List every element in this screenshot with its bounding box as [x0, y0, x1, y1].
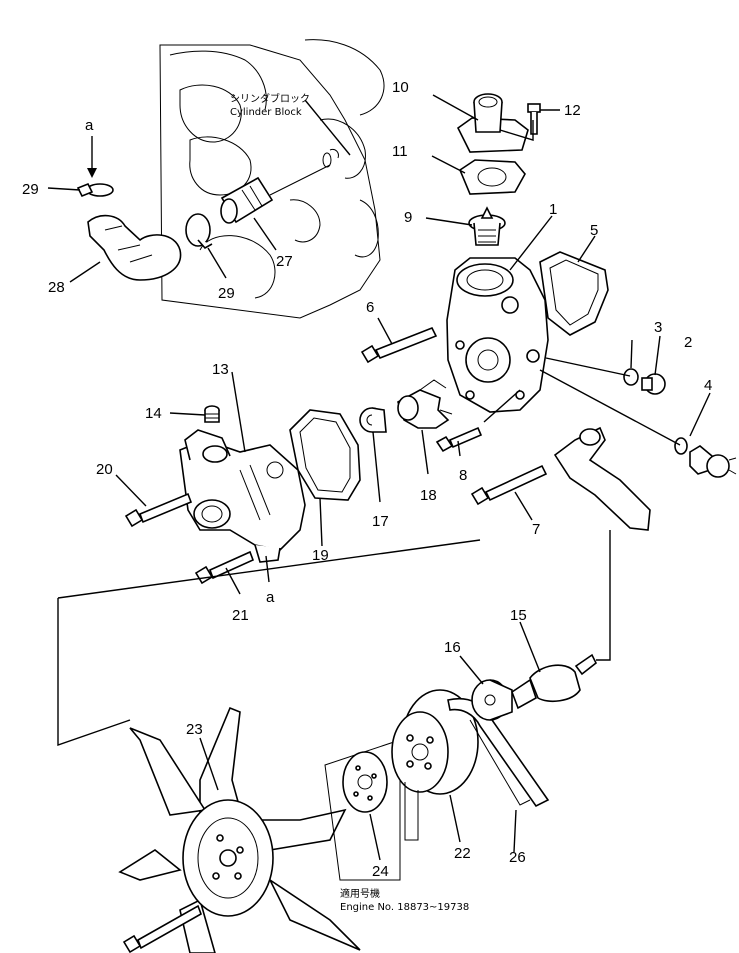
bolt-7 — [470, 464, 548, 506]
fan-pulley — [391, 689, 479, 841]
callout-5: 5 — [590, 222, 598, 239]
callout-29-left: 29 — [22, 181, 39, 198]
callout-21: 21 — [232, 607, 249, 624]
plug-14 — [204, 405, 220, 423]
reference-a-top: a — [85, 117, 94, 134]
cylinder-block-label-en: Cylinder Block — [230, 107, 302, 118]
gasket-11 — [459, 159, 526, 195]
thermostat-cover — [456, 93, 529, 153]
callout-3: 3 — [654, 319, 662, 336]
callout-26: 26 — [509, 849, 526, 866]
bolt-6 — [360, 326, 438, 364]
callout-13: 13 — [212, 361, 229, 378]
callout-23: 23 — [186, 721, 203, 738]
cylinder-block-label-jp: シリンダブロック — [230, 92, 310, 105]
callout-11: 11 — [392, 143, 408, 160]
callout-19: 19 — [312, 547, 329, 564]
washer-4 — [674, 437, 688, 455]
gasket-5 — [539, 251, 609, 336]
thermostat-9 — [468, 206, 506, 246]
impeller — [397, 379, 453, 429]
callout-15: 15 — [510, 607, 527, 624]
arrow-icon — [87, 168, 97, 178]
callout-2: 2 — [684, 334, 692, 351]
reference-a-bottom: a — [266, 589, 275, 606]
fan-bolt — [122, 904, 202, 953]
callout-24: 24 — [372, 863, 389, 880]
hose-clamp-right — [185, 213, 213, 250]
thermostat-housing — [446, 257, 549, 413]
callout-16: 16 — [444, 639, 461, 656]
engine-number-label: Engine No. 18873~19738 — [340, 902, 469, 913]
hose-clamp-left — [76, 182, 114, 198]
pulley-hub — [471, 679, 513, 721]
callout-8: 8 — [459, 467, 467, 484]
callout-12: 12 — [564, 102, 581, 119]
hose-28 — [87, 214, 182, 281]
water-pump-body — [179, 429, 306, 563]
callout-20: 20 — [96, 461, 113, 478]
callout-9: 9 — [404, 209, 412, 226]
water-inlet-fitting — [220, 152, 332, 224]
callout-18: 18 — [420, 487, 437, 504]
plug-2 — [641, 373, 666, 395]
seal-17 — [359, 407, 387, 433]
cylinder-block — [159, 39, 385, 319]
bracket — [553, 426, 651, 531]
callout-4: 4 — [704, 377, 712, 394]
bolt-20 — [124, 492, 193, 528]
temperature-sensor — [689, 445, 737, 478]
callout-numbers: 1 2 3 4 5 6 7 8 9 10 11 12 13 14 15 16 1… — [22, 79, 712, 880]
callout-7: 7 — [532, 521, 540, 538]
gasket-19 — [289, 409, 361, 501]
applicable-label-jp: 適用号機 — [340, 887, 380, 900]
fan-spacer — [324, 739, 401, 881]
v-belt — [447, 698, 550, 808]
callout-1: 1 — [549, 201, 557, 218]
leader-lines — [47, 94, 711, 861]
cooling-fan — [118, 706, 361, 953]
callout-6: 6 — [366, 299, 374, 316]
callout-10: 10 — [392, 79, 409, 96]
callout-14: 14 — [145, 405, 162, 422]
callout-28: 28 — [48, 279, 65, 296]
callout-17: 17 — [372, 513, 389, 530]
washer-3 — [623, 368, 639, 386]
callout-27: 27 — [276, 253, 293, 270]
callout-22: 22 — [454, 845, 471, 862]
bearing-shaft — [511, 653, 598, 710]
callout-29-right: 29 — [218, 285, 235, 302]
bolt-12 — [527, 103, 541, 135]
